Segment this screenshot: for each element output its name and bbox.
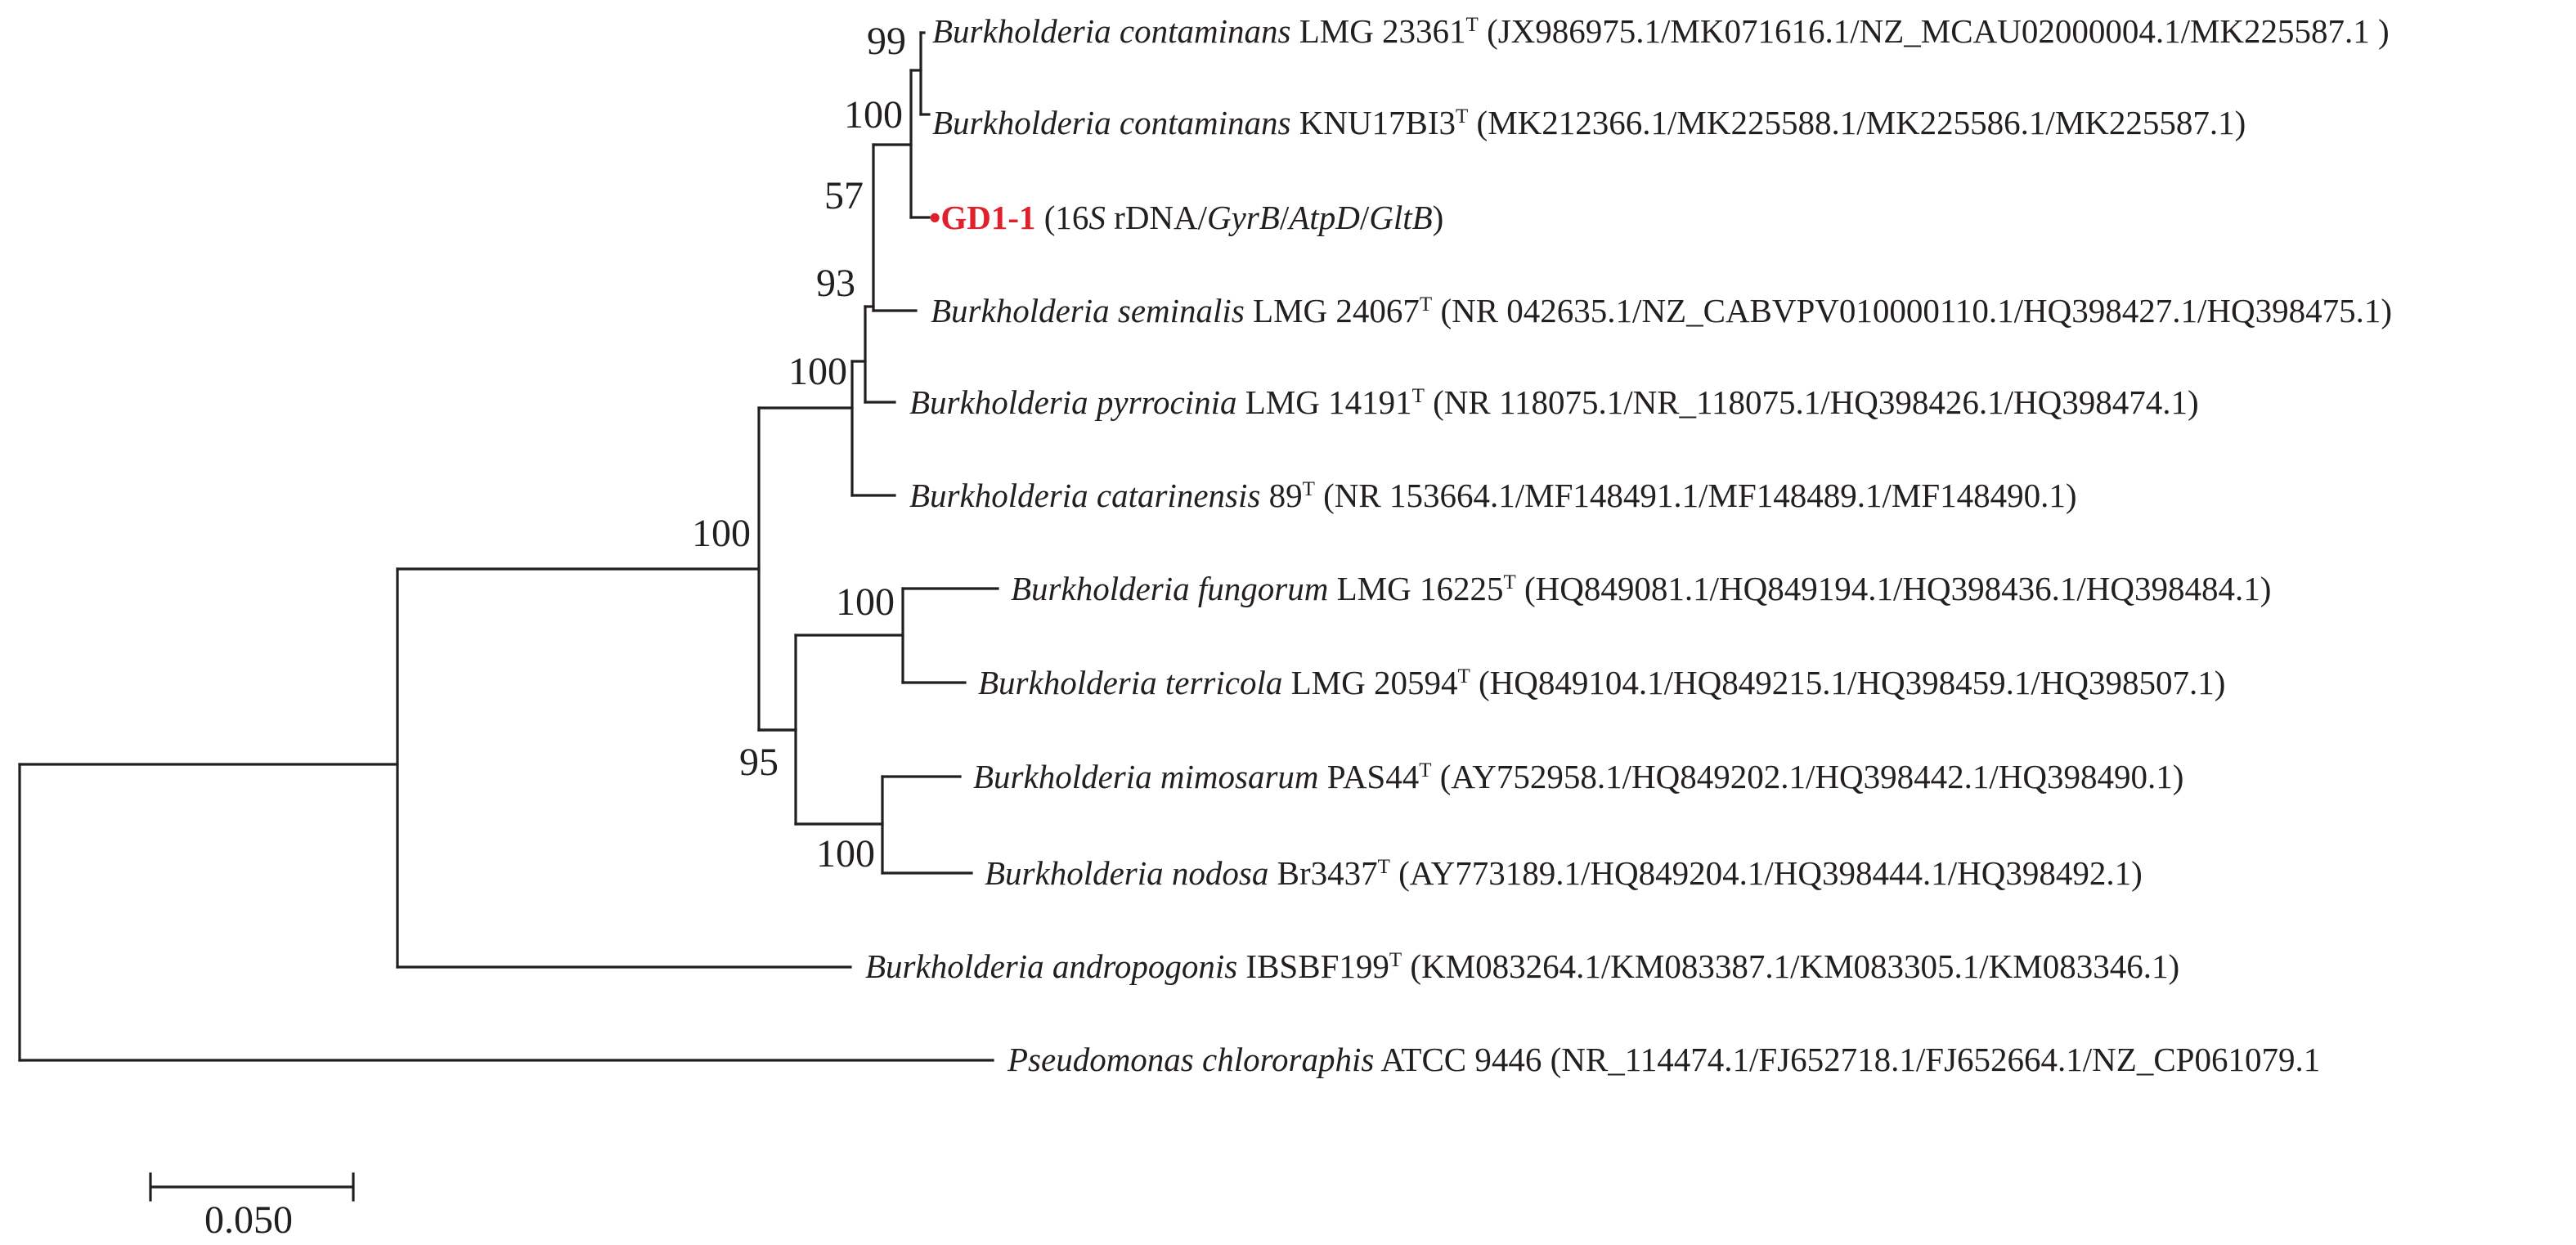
scale-bar: 0.050 (149, 1172, 355, 1242)
scale-bar-label: 0.050 (204, 1198, 293, 1242)
bootstrap-label: 100 (844, 93, 903, 137)
taxon-label-gd1: •GD1-1 (16S rDNA/GyrB/AtpD/GltB) (929, 199, 1443, 236)
bootstrap-label: 100 (836, 580, 895, 624)
taxon-label: Pseudomonas chlororaphis ATCC 9446 (NR_1… (1007, 1041, 2320, 1078)
taxon-label: Burkholderia andropogonis IBSBF199T (KM0… (865, 947, 2179, 985)
taxon-label: Burkholderia seminalis LMG 24067T (NR 04… (931, 292, 2392, 329)
taxon-label: Burkholderia mimosarum PAS44T (AY752958.… (973, 758, 2183, 795)
bootstrap-label: 100 (816, 832, 875, 876)
scale-bar-line (149, 1172, 355, 1202)
bootstrap-label: 93 (816, 262, 855, 305)
bootstrap-label: 57 (824, 174, 864, 217)
taxon-label: Burkholderia nodosa Br3437T (AY773189.1/… (985, 854, 2143, 892)
bootstrap-label: 99 (867, 20, 906, 63)
tree-branches (18, 31, 999, 1062)
bootstrap-label: 95 (739, 741, 779, 784)
taxon-label: Burkholderia contaminans LMG 23361T (JX9… (932, 12, 2390, 50)
taxon-label: Burkholderia catarinensis 89T (NR 153664… (909, 477, 2077, 514)
taxon-label: Burkholderia fungorum LMG 16225T (HQ8490… (1011, 570, 2271, 607)
taxon-label: Burkholderia contaminans KNU17BI3T (MK21… (932, 104, 2246, 141)
taxon-label: Burkholderia pyrrocinia LMG 14191T (NR 1… (909, 383, 2199, 421)
taxon-label: Burkholderia terricola LMG 20594T (HQ849… (978, 664, 2225, 701)
taxon-labels: Burkholderia contaminans LMG 23361T (JX9… (865, 12, 2392, 1078)
bootstrap-label: 100 (692, 512, 751, 555)
bootstrap-label: 100 (788, 350, 847, 393)
bootstrap-values: 99 100 57 93 100 100 100 95 100 (692, 20, 906, 876)
